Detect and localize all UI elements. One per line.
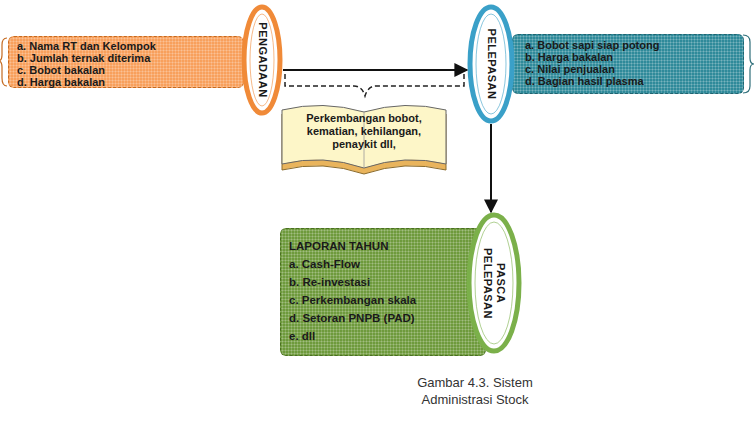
box-heading: LAPORAN TAHUN bbox=[289, 237, 477, 255]
list-item: b. Harga bakalan bbox=[525, 51, 731, 63]
list-item: d. Setoran PNPB (PAD) bbox=[289, 309, 477, 327]
flow-arrow bbox=[283, 69, 467, 71]
stage-ellipse: PASCA PELEPASAN bbox=[466, 212, 522, 354]
list-item: a. Cash-Flow bbox=[289, 255, 477, 273]
flow-arrow bbox=[490, 124, 492, 212]
stage-ellipse: PENGADAAN bbox=[241, 4, 283, 116]
ellipse-ring bbox=[470, 7, 512, 121]
list-item: c. Nilai penjualan bbox=[525, 63, 731, 75]
ellipse-inner-ring bbox=[476, 14, 506, 114]
stage-label: PASCA PELEPASAN bbox=[481, 243, 507, 323]
ellipse-ring bbox=[244, 7, 280, 113]
list-item: a. Bobot sapi siap potong bbox=[525, 39, 731, 51]
report-box: LAPORAN TAHUNa. Cash-Flowb. Re-investasi… bbox=[280, 228, 486, 356]
note-text: Perkembangan bobot, kematian, kehilangan… bbox=[288, 112, 440, 151]
book-cover bbox=[282, 105, 446, 168]
ellipse-inner-ring bbox=[475, 222, 513, 344]
stage-ellipse: PELEPASAN bbox=[467, 4, 515, 124]
list-item: c. Perkembangan skala bbox=[289, 291, 477, 309]
note-book: Perkembangan bobot, kematian, kehilangan… bbox=[278, 98, 450, 178]
list-item: d. Bagian hasil plasma bbox=[525, 75, 731, 87]
bracket bbox=[0, 38, 7, 86]
ellipse-ring bbox=[469, 215, 519, 351]
list-item: b. Re-investasi bbox=[289, 273, 477, 291]
list-item: a. Nama RT dan Kelompok bbox=[17, 40, 235, 52]
list-item: e. dll bbox=[289, 327, 477, 345]
dashed-brace bbox=[285, 74, 464, 96]
input-box: a. Nama RT dan Kelompokb. Jumlah ternak … bbox=[8, 36, 244, 88]
list-item: c. Bobot bakalan bbox=[17, 64, 235, 76]
list-item: d. Harga bakalan bbox=[17, 76, 235, 88]
stage-label: PENGADAAN bbox=[256, 22, 269, 97]
list-item: b. Jumlah ternak diterima bbox=[17, 52, 235, 64]
ellipse-inner-ring bbox=[250, 14, 274, 106]
output-box: a. Bobot sapi siap potongb. Harga bakala… bbox=[512, 34, 744, 94]
bracket bbox=[743, 35, 754, 93]
figure-caption: Gambar 4.3. Sistem Administrasi Stock bbox=[395, 374, 555, 408]
stage-label: PELEPASAN bbox=[485, 29, 498, 100]
